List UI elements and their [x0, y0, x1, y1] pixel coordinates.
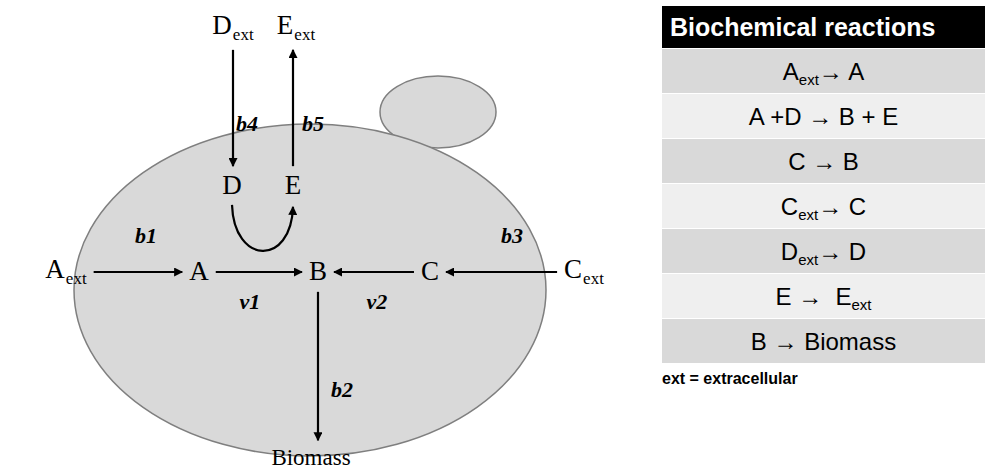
metabolite-node: Eext [273, 9, 319, 47]
flux-arrow [232, 50, 234, 166]
table-row: E → Eext [662, 273, 985, 318]
flux-arrow [94, 271, 183, 273]
metabolite-name: D [222, 170, 242, 200]
flux-label: b2 [331, 379, 353, 401]
metabolite-node: E [281, 169, 306, 203]
metabolite-node: C [417, 255, 443, 289]
reaction-text: E → E [775, 283, 851, 310]
flux-arrow [216, 271, 302, 273]
subscript: ext [294, 25, 315, 44]
reaction-text: → A [819, 58, 864, 85]
table-header: Biochemical reactions [662, 6, 985, 48]
flux-arrow [317, 292, 319, 441]
table-row: B → Biomass [662, 318, 985, 363]
flux-label: b1 [135, 225, 157, 247]
cell-body [74, 124, 546, 456]
reaction-text: D [781, 238, 798, 265]
metabolite-name: E [277, 10, 294, 40]
metabolite-name: C [421, 256, 439, 286]
table-row: Cext→ C [662, 183, 985, 228]
subscript: ext [583, 269, 604, 288]
metabolite-name: A [189, 256, 209, 286]
reaction-text: A [783, 58, 799, 85]
flux-label: b3 [501, 225, 523, 247]
metabolite-name: Biomass [271, 445, 350, 470]
metabolite-node: B [305, 255, 331, 289]
metabolite-name: A [45, 254, 65, 284]
subscript: ext [233, 25, 254, 44]
reaction-text: C → B [788, 148, 859, 175]
flux-arrow [334, 271, 414, 273]
metabolite-name: D [212, 10, 232, 40]
curved-arrow [232, 205, 293, 251]
flux-label: b5 [302, 113, 324, 135]
metabolite-name: C [564, 254, 582, 284]
footnote: ext = extracellular [662, 370, 798, 388]
metabolite-node: Biomass [267, 443, 354, 472]
reaction-text: C [781, 193, 798, 220]
flux-arrow [292, 50, 294, 166]
table-row: A +D → B + E [662, 93, 985, 138]
table-row: Dext→ D [662, 228, 985, 273]
reaction-text: B → Biomass [751, 328, 896, 355]
subscript: ext [798, 206, 818, 223]
flux-label: v1 [240, 291, 261, 313]
reaction-text: A +D → B + E [749, 103, 898, 130]
metabolite-node: Dext [208, 9, 257, 47]
metabolite-node: Cext [560, 253, 608, 291]
reaction-text: → C [818, 193, 866, 220]
subscript: ext [852, 296, 872, 313]
metabolite-name: B [309, 256, 327, 286]
metabolite-node: Aext [41, 253, 90, 291]
subscript: ext [66, 269, 87, 288]
flux-label: v2 [367, 291, 388, 313]
metabolite-node: A [185, 255, 213, 289]
metabolite-node: D [218, 169, 246, 203]
flux-label: b4 [236, 113, 258, 135]
subscript: ext [799, 71, 819, 88]
reaction-text: → D [818, 238, 866, 265]
table-row: Aext→ A [662, 48, 985, 93]
subscript: ext [798, 251, 818, 268]
flux-arrow [446, 271, 557, 273]
table-row: C → B [662, 138, 985, 183]
metabolite-name: E [285, 170, 302, 200]
